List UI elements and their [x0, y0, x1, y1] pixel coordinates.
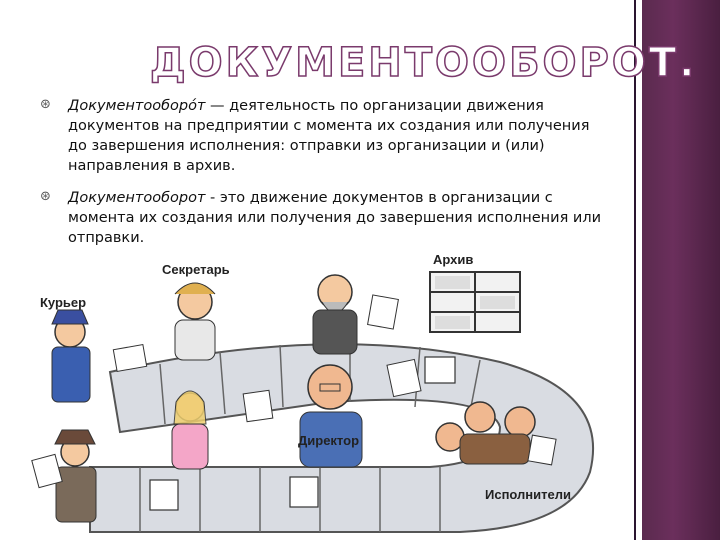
bullet-icon: ⊛ [40, 97, 51, 112]
bullet-term: Документооборот [68, 190, 206, 206]
archive-shelf [429, 271, 521, 333]
bullet-item-2: ⊛ Документооборот - это движение докумен… [40, 188, 610, 248]
sidebar-decoration [642, 0, 720, 540]
bullet-item-1: ⊛ Документооборо́т — деятельность по орг… [40, 96, 610, 176]
bullet-text: — деятельность по организации движения д… [68, 98, 590, 174]
label-director: Директор [298, 433, 359, 448]
label-archive: Архив [433, 252, 473, 267]
woman-figure [171, 390, 209, 470]
secretary-figure [174, 282, 216, 361]
documents-on-belt [149, 356, 456, 511]
bullet-list: ⊛ Документооборо́т — деятельность по орг… [40, 96, 610, 260]
document-flow-illustration: Секретарь Архив Курьер Директор Исполнит… [31, 252, 595, 533]
director-figure [242, 358, 422, 468]
bullet-icon: ⊛ [40, 189, 51, 204]
courier-figure [51, 309, 148, 403]
label-secretary: Секретарь [162, 262, 230, 277]
label-executors: Исполнители [485, 487, 571, 502]
sidebar-divider [634, 0, 636, 540]
bullet-text: - это движение документов в организации … [68, 190, 602, 246]
slide-title: ДОКУМЕНТООБОРОТ. [149, 39, 698, 87]
executors-figures [435, 401, 557, 466]
detective-figure [31, 429, 97, 523]
bullet-term: Документооборо́т [68, 98, 206, 114]
label-courier: Курьер [40, 295, 86, 310]
archivist-figure [312, 274, 399, 355]
